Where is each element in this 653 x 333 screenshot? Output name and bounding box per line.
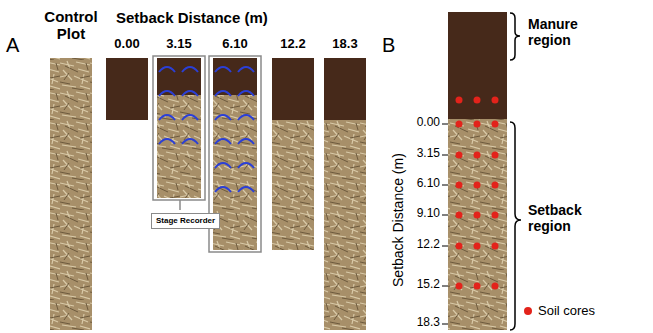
manure-strip: [157, 58, 201, 95]
legend-text: Soil cores: [538, 303, 595, 318]
manure-strip: [272, 58, 314, 120]
axis-value: 12.2: [400, 238, 440, 252]
legend-swatch: [524, 307, 532, 315]
distance-value: 3.15: [159, 37, 199, 52]
axis-value: 9.10: [400, 207, 440, 221]
axis-value: 6.10: [400, 177, 440, 191]
distance-value: 6.10: [215, 37, 255, 52]
box-text: Stage Recorder: [156, 216, 215, 226]
axis-value: 3.15: [400, 147, 440, 161]
soil-core-dots: [456, 97, 499, 290]
axis-value: 15.2: [400, 278, 440, 292]
region-label: Setback region: [528, 202, 604, 234]
panel-letter: A: [6, 34, 30, 57]
manure-strip: [448, 12, 507, 119]
distance-value: 0.00: [107, 37, 147, 52]
plot-heading: Control Plot: [38, 8, 104, 43]
setback-strip: [448, 12, 507, 330]
region-brace: [510, 13, 520, 60]
region-brace: [510, 122, 521, 330]
legend-entry: Soil cores: [524, 303, 595, 318]
axis-value: 0.00: [400, 116, 440, 130]
manure-strip: [324, 58, 366, 120]
grass-strip: [324, 58, 366, 330]
grass-strip: [157, 58, 201, 198]
manure-strip: [213, 58, 257, 95]
region-label: Manure region: [528, 16, 604, 48]
axis-value: 18.3: [400, 316, 440, 330]
axis-title: Setback Distance (m): [390, 140, 406, 300]
axis-title: Setback Distance (m): [116, 9, 306, 26]
instrument-box: Stage Recorder: [151, 213, 220, 229]
axis-ticks: [442, 124, 448, 324]
plot-border: [153, 56, 205, 200]
runoff-arcs: [159, 67, 254, 192]
control-strip: [50, 58, 92, 330]
distance-value: 18.3: [325, 37, 365, 52]
distance-value: 12.2: [273, 37, 313, 52]
grass-strip: [272, 58, 314, 250]
manure-strip: [106, 58, 148, 120]
panel-letter: B: [382, 34, 406, 57]
leader-line: [179, 200, 181, 210]
